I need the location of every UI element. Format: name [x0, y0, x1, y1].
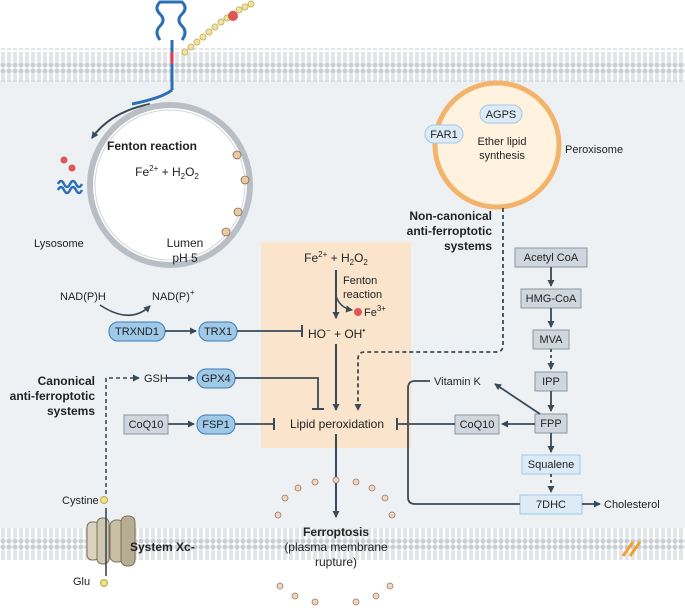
fpp-label: FPP [540, 418, 561, 430]
ferroptosis-title: Ferroptosis [303, 525, 369, 539]
lysosome-equation: Fe2+ + H2O2 [135, 164, 199, 181]
ph-label: pH 5 [172, 251, 198, 265]
trx1-label: TRX1 [204, 326, 232, 338]
canonical-line3: systems [47, 404, 95, 418]
cystine-to-gsh-dashed [105, 374, 140, 494]
lysosome-channels [221, 150, 250, 237]
top-membrane [0, 48, 685, 82]
trxnd1-label: TRXND1 [115, 326, 159, 338]
gpx4-label: GPX4 [201, 373, 230, 385]
ferroptosis-line2: (plasma membrane [284, 540, 388, 554]
coq10-left-label: CoQ10 [129, 419, 164, 431]
ether-lipid-label: Ether lipid [478, 136, 527, 148]
nadph-label: NAD(P)H [60, 291, 106, 303]
ether-lipid-dashed-arrow [354, 208, 504, 411]
agps-label: AGPS [486, 109, 517, 121]
system-xc-transporter [86, 508, 136, 576]
ether-synthesis-label: synthesis [479, 150, 525, 162]
oxidized-lipid-icon [621, 541, 642, 557]
gsh-label: GSH [144, 373, 168, 385]
glu-molecule [100, 579, 108, 587]
far1-node [424, 124, 464, 144]
squalene-label: Squalene [528, 459, 575, 471]
noncanonical-line1: Non-canonical [409, 209, 492, 223]
ferroptosis-line3: rupture) [315, 555, 357, 569]
lysosome-label: Lysosome [34, 238, 84, 250]
peroxisome [432, 80, 562, 210]
system-xc-label: System Xc- [130, 540, 195, 554]
agps-node [479, 104, 523, 124]
ruptured-membrane-lipids [274, 476, 396, 606]
7dhc-label: 7DHC [536, 499, 566, 511]
noncanonical-line3: systems [444, 239, 492, 253]
cholesterol-label: Cholesterol [604, 499, 660, 511]
transferrin-receptor [131, 0, 255, 106]
lipid-peroxidation-label: Lipid peroxidation [290, 417, 384, 431]
panel-fenton-reaction2: reaction [343, 289, 382, 301]
lumen-label: Lumen [167, 236, 204, 250]
mva-label: MVA [539, 334, 563, 346]
panel-fe3: Fe3+ [364, 304, 386, 319]
hmg-coa-label: HMG-CoA [526, 293, 577, 305]
panel-fenton-reaction1: Fenton [343, 275, 377, 287]
canonical-line1: Canonical [38, 374, 95, 388]
vitamin-k-label: Vitamin K [434, 376, 482, 388]
cystine-label: Cystine [62, 495, 99, 507]
coq10-right-label: CoQ10 [460, 419, 495, 431]
acetyl-coa-label: Acetyl CoA [524, 252, 579, 264]
peroxisome-label: Peroxisome [565, 144, 623, 156]
lysosome-iron-receptor [56, 156, 84, 195]
noncanonical-line2: anti-ferroptotic [407, 224, 493, 238]
far1-label: FAR1 [430, 129, 458, 141]
fsp1-label: FSP1 [202, 419, 230, 431]
nadp-label: NAD(P)+ [152, 288, 195, 303]
panel-fe-h2o2: Fe2+ + H2O2 [304, 250, 368, 267]
7dhc-inhibition-line [407, 380, 520, 505]
transferrin-chain [181, 0, 255, 56]
fenton-title: Fenton reaction [107, 139, 197, 153]
glu-label: Glu [73, 576, 90, 588]
ipp-label: IPP [542, 376, 560, 388]
fe3-ion [354, 308, 362, 316]
canonical-line2: anti-ferroptotic [10, 389, 96, 403]
cystine-molecule [100, 496, 108, 504]
endocytosis-arrow [91, 103, 151, 139]
panel-ho-oh: HO− + OH• [308, 326, 365, 341]
